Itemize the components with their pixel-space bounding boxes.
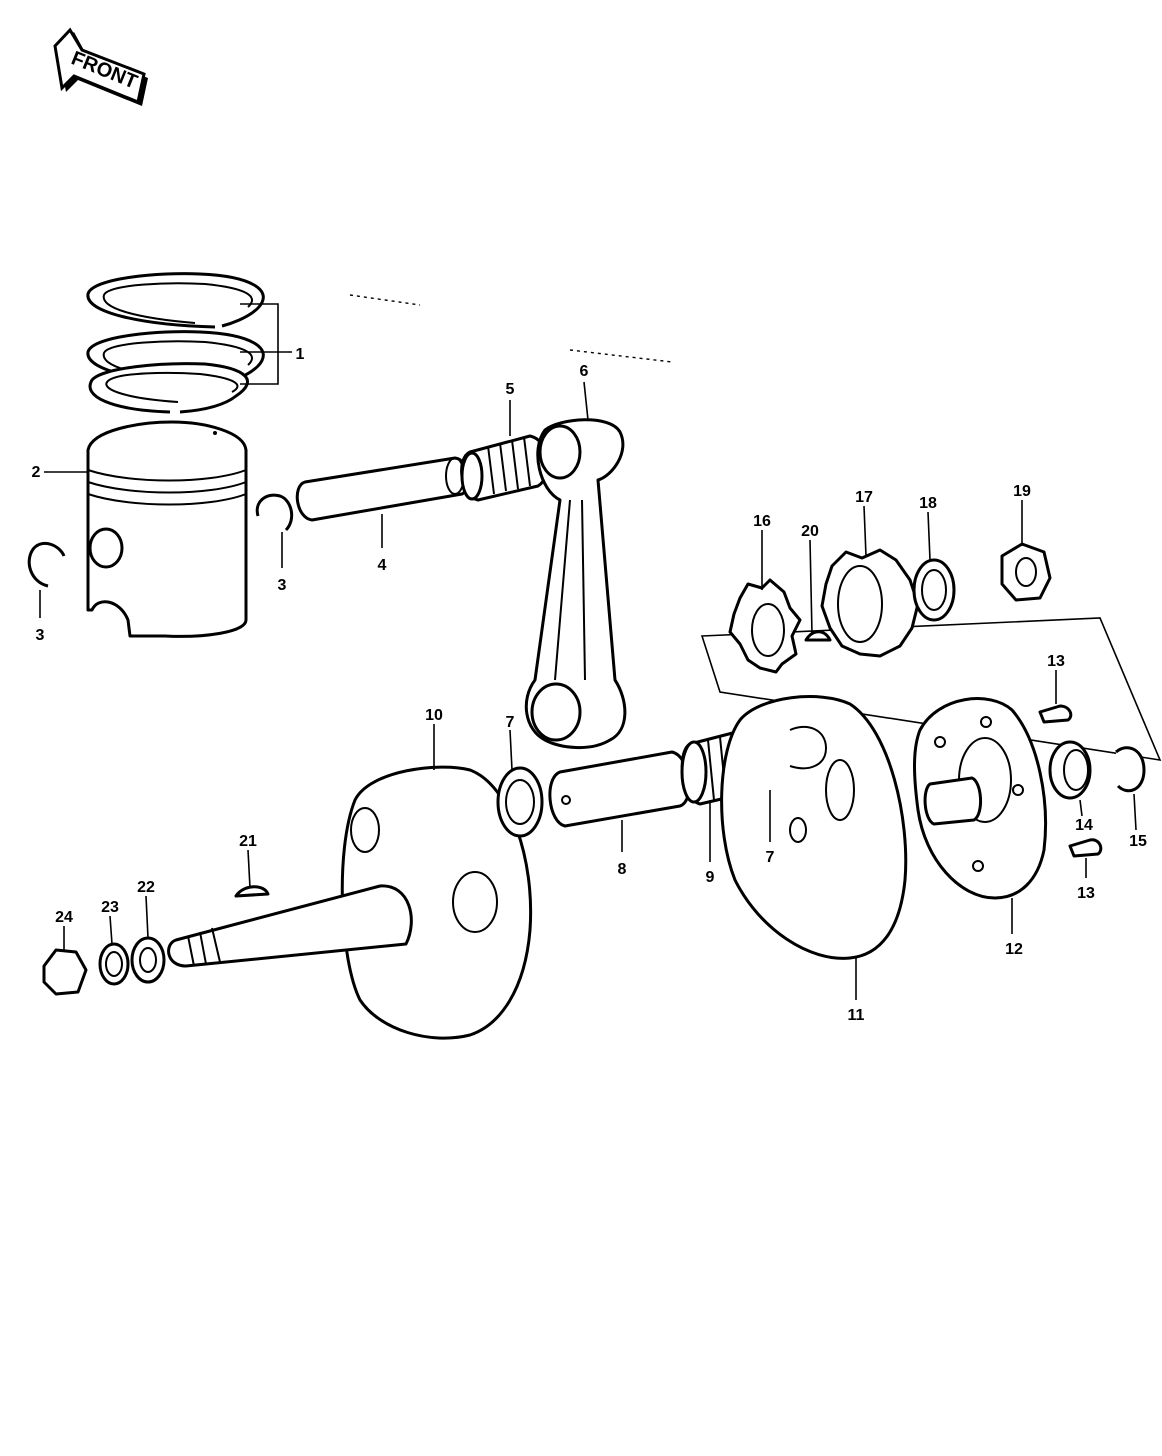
- callout-13a: 13: [1047, 653, 1065, 670]
- connecting-rod: [524, 418, 627, 750]
- callout-3b: 3: [278, 577, 287, 594]
- callout-12: 12: [1005, 941, 1023, 958]
- callout-11: 11: [848, 1007, 865, 1024]
- leader-lines: [39, 303, 1137, 1000]
- callout-labels: 1 2 3 3 4 5 6 7 7 8 9 10 11 12 13 13 14 …: [32, 346, 1147, 1024]
- centre-line: [349, 294, 421, 306]
- callout-23: 23: [101, 899, 119, 916]
- callout-5: 5: [506, 381, 515, 398]
- left-shaft-nut: [42, 948, 88, 996]
- thrust-washer-left: [496, 766, 544, 838]
- main-bearing-ring: [1048, 740, 1092, 800]
- callout-15: 15: [1129, 833, 1147, 850]
- flange-screw-top: [1038, 704, 1073, 724]
- callout-3a: 3: [36, 627, 45, 644]
- left-crankshaft-shaft: [167, 884, 413, 968]
- callout-14: 14: [1075, 817, 1093, 834]
- right-crankshaft-shaft: [923, 776, 982, 826]
- flange-screw-bottom: [1068, 838, 1103, 858]
- piston-pin-clip-right: [255, 493, 294, 532]
- centre-line: [569, 349, 673, 363]
- primary-gear-large: [820, 548, 920, 658]
- callout-18: 18: [919, 495, 937, 512]
- callout-10: 10: [425, 707, 443, 724]
- callout-8: 8: [618, 861, 627, 878]
- left-shaft-washer: [130, 936, 166, 984]
- gear-nut: [1000, 542, 1052, 602]
- callout-20: 20: [801, 523, 819, 540]
- callout-24: 24: [55, 909, 73, 926]
- piston-pin: [295, 456, 471, 522]
- front-arrow-icon: FRONT: [53, 27, 148, 106]
- piston-ring-set: [86, 272, 265, 414]
- left-crank-wheel: [340, 765, 533, 1040]
- callout-16: 16: [753, 513, 771, 530]
- piston: [86, 420, 248, 638]
- gear-group-bracket: [700, 617, 1162, 762]
- callout-4: 4: [378, 557, 387, 574]
- callout-17: 17: [855, 489, 873, 506]
- callout-19: 19: [1013, 483, 1031, 500]
- small-end-needle-bearing: [460, 434, 550, 502]
- callout-21: 21: [239, 833, 257, 850]
- callout-1: 1: [296, 346, 305, 363]
- bearing-circlip: [1115, 746, 1146, 793]
- crank-pin: [548, 750, 691, 828]
- gear-washer: [912, 558, 956, 622]
- right-crank-wheel: [720, 695, 908, 960]
- piston-pin-clip-left: [27, 542, 66, 588]
- callout-2: 2: [32, 464, 41, 481]
- callout-7a: 7: [506, 714, 515, 731]
- woodruff-key-crank: [234, 885, 270, 898]
- woodruff-key-gear: [804, 630, 832, 642]
- callout-9: 9: [706, 869, 715, 886]
- primary-gear-small: [728, 578, 802, 674]
- callout-22: 22: [137, 879, 155, 896]
- callout-6: 6: [580, 363, 589, 380]
- left-shaft-lock-washer: [98, 942, 130, 986]
- callout-13b: 13: [1077, 885, 1095, 902]
- callout-7b: 7: [766, 849, 775, 866]
